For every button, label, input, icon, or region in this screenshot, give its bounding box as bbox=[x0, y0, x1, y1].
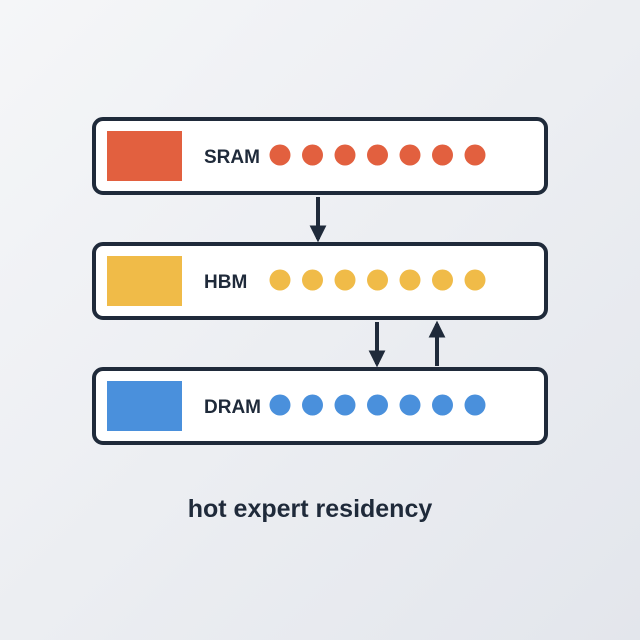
tier-sram-label: SRAM bbox=[204, 147, 260, 168]
tier-dram-slots bbox=[269, 394, 486, 416]
tier-sram-slot bbox=[367, 144, 388, 166]
tier-hbm-label: HBM bbox=[204, 272, 247, 293]
tier-hbm-slot bbox=[269, 269, 291, 291]
tier-dram-slot bbox=[399, 394, 421, 416]
tier-sram-slot bbox=[399, 144, 421, 166]
tier-hbm-slot bbox=[302, 269, 323, 291]
tier-sram: SRAM bbox=[92, 117, 548, 195]
tier-dram-slot bbox=[334, 394, 356, 416]
tier-sram-slot bbox=[334, 144, 356, 166]
tier-hbm-slot bbox=[464, 269, 486, 291]
tier-hbm-swatch bbox=[107, 256, 182, 306]
tier-sram-slot bbox=[302, 144, 323, 166]
tier-dram-label: DRAM bbox=[204, 397, 261, 418]
diagram-caption: hot expert residency bbox=[188, 495, 433, 523]
tier-sram-slot bbox=[464, 144, 486, 166]
tier-dram-slot bbox=[302, 394, 323, 416]
tier-dram: DRAM bbox=[92, 367, 548, 445]
tier-dram-slot bbox=[464, 394, 486, 416]
tier-dram-slot bbox=[367, 394, 388, 416]
tier-sram-swatch bbox=[107, 131, 182, 181]
tier-hbm-slot bbox=[432, 269, 453, 291]
tier-hbm-slot bbox=[367, 269, 388, 291]
tier-dram-swatch bbox=[107, 381, 182, 431]
tier-hbm-slot bbox=[334, 269, 356, 291]
tier-sram-slot bbox=[269, 144, 291, 166]
tier-hbm-slots bbox=[269, 269, 486, 291]
tier-sram-slot bbox=[432, 144, 453, 166]
tier-hbm: HBM bbox=[92, 242, 548, 320]
tier-dram-slot bbox=[269, 394, 291, 416]
tier-dram-slot bbox=[432, 394, 453, 416]
tier-sram-slots bbox=[269, 144, 486, 166]
tier-hbm-slot bbox=[399, 269, 421, 291]
